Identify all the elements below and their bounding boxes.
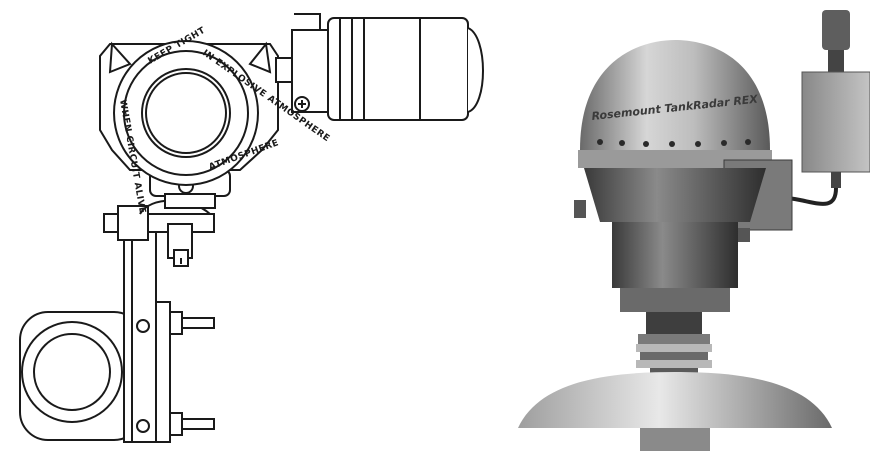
- dome-vent-holes: [597, 139, 751, 147]
- junction-box: [784, 10, 870, 206]
- radar-dome: Rosemount TankRadar REX: [578, 40, 772, 168]
- antenna-disk: [518, 372, 832, 451]
- gauge-body: [574, 168, 766, 312]
- transmitter-line-drawing: KEEP TIGHT IN EXPLOSIVE ATMOSPHERE WHEN …: [19, 13, 484, 443]
- mounting-bracket: [103, 199, 215, 443]
- radar-gauge-svg: Rosemount TankRadar REX: [518, 10, 870, 451]
- pipe-clamp: [19, 311, 143, 441]
- terminal-housing: [275, 13, 484, 121]
- transmitter-housing: [99, 40, 279, 186]
- transmitter-drawing-svg: KEEP TIGHT IN EXPLOSIVE ATMOSPHERE WHEN …: [19, 13, 484, 443]
- radar-gauge-photo: Rosemount TankRadar REX: [500, 0, 870, 451]
- gauge-stem: [636, 312, 712, 382]
